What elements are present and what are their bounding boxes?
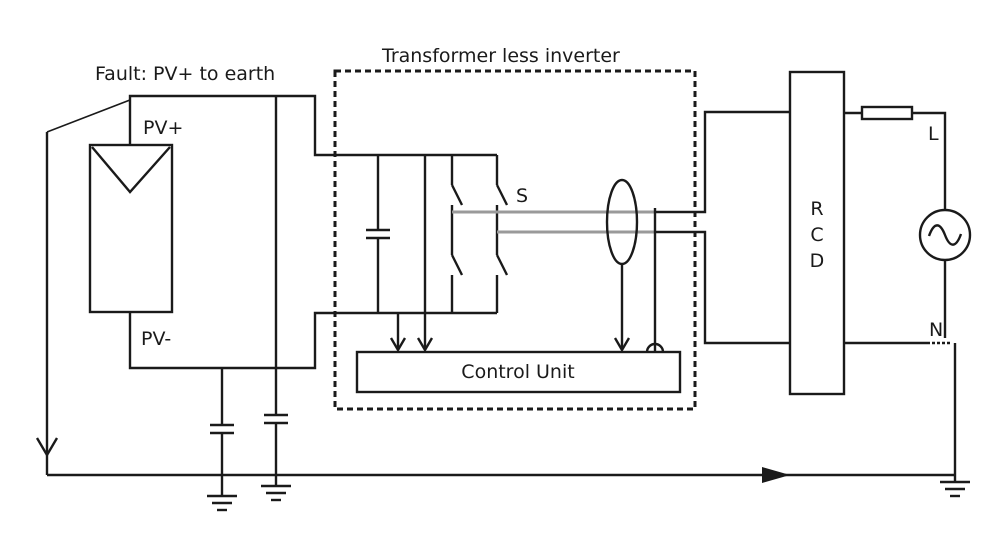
parasitic-capacitor-plus (261, 96, 291, 502)
dc-bus (343, 153, 497, 315)
rcd-box (788, 70, 846, 396)
ac-source-icon (918, 208, 972, 262)
inverter-output-wires (645, 110, 790, 353)
inverter-title: Transformer less inverter (381, 45, 620, 67)
pv-plus-rail (128, 94, 343, 157)
parasitic-capacitor-minus (207, 368, 237, 512)
inverter-boundary (333, 69, 697, 411)
bridge-switches (450, 155, 509, 313)
fault-current-arrow (762, 467, 790, 483)
pv-minus-rail (128, 311, 343, 370)
dc-link-capacitor (366, 155, 390, 313)
pv-minus-label: PV- (141, 328, 171, 350)
pv-module (88, 143, 174, 314)
switch-label: S (516, 185, 528, 207)
rcd-letter-r: R (810, 198, 823, 220)
grid-neutral-conductor (844, 260, 970, 498)
pv-plus-label: PV+ (143, 117, 183, 139)
ac-output-lines (452, 210, 655, 234)
control-unit-label: Control Unit (461, 361, 574, 383)
fault-path (35, 99, 955, 483)
grid-line-conductor (844, 105, 947, 210)
neutral-label: N (929, 319, 943, 341)
dc-sense-wires (389, 155, 434, 353)
fuse (860, 105, 914, 121)
rcd-letter-d: D (810, 250, 825, 272)
fault-label: Fault: PV+ to earth (95, 63, 275, 85)
current-sensor-ring (605, 178, 639, 353)
line-label: L (928, 123, 939, 145)
control-unit-box (355, 350, 682, 394)
rcd-letter-c: C (810, 224, 823, 246)
